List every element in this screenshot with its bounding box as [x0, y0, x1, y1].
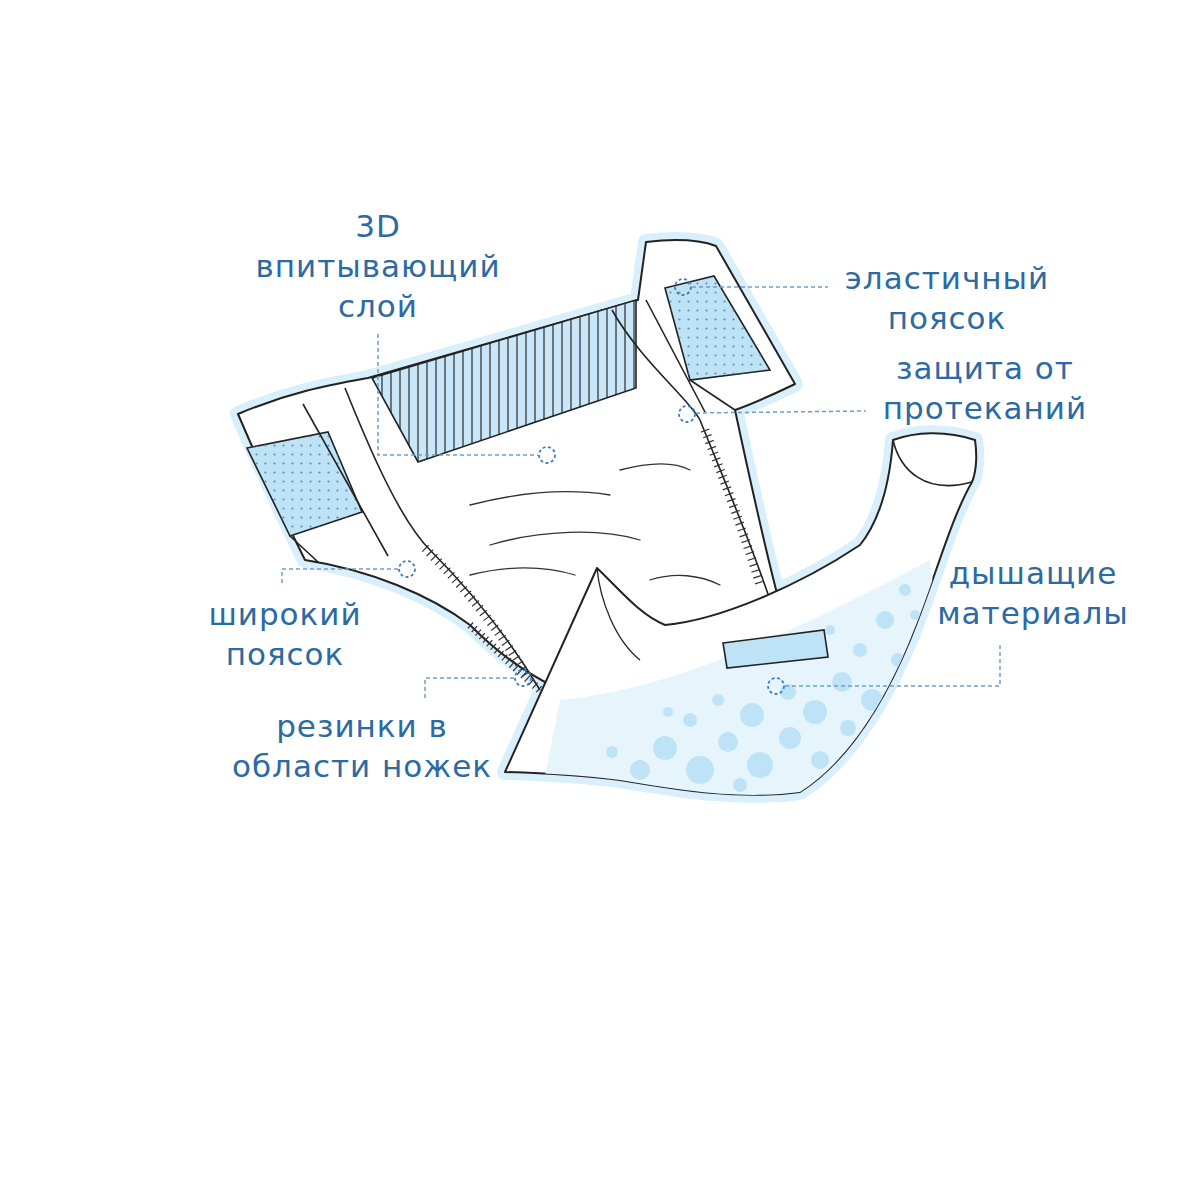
callout-label: 3D впитывающий слой [248, 206, 508, 326]
bubble [899, 584, 911, 596]
absorbent-band [372, 300, 636, 462]
callout-marker [539, 447, 555, 463]
flap-tint [540, 560, 960, 800]
left-tab-dots [247, 432, 362, 536]
bubble [740, 703, 764, 727]
inner-creases [470, 464, 720, 585]
left-guard-gathers [425, 548, 528, 678]
callout-marker [399, 561, 415, 577]
label-slot: резинки в области ножек [212, 706, 512, 786]
bubble [683, 713, 697, 727]
leader-lines [282, 287, 1000, 700]
leg-elastic [470, 625, 540, 690]
leader-line [692, 286, 828, 288]
crease [620, 464, 690, 470]
bubble [747, 752, 773, 778]
callout-marker [515, 670, 531, 686]
left-leak-guard [345, 388, 540, 690]
leader-line [282, 569, 398, 586]
callout-label: широкий поясок [185, 594, 385, 674]
right-wing-line [690, 380, 735, 410]
bubble [653, 736, 677, 760]
bubble [718, 732, 738, 752]
bubble [832, 672, 852, 692]
label-slot: дышащие материалы [913, 553, 1153, 633]
bubble [811, 751, 829, 769]
leader-line [696, 411, 866, 413]
bubble [891, 653, 905, 667]
bubble [712, 694, 724, 706]
bubble [840, 720, 856, 736]
callout-label: эластичный поясок [827, 258, 1067, 338]
crease [650, 575, 720, 585]
bubble [630, 760, 650, 780]
label-slot: эластичный поясок [827, 258, 1067, 338]
bubble-group [606, 584, 920, 792]
bubble [803, 700, 827, 724]
crease [490, 532, 640, 545]
flap-tab-fold [893, 440, 972, 486]
bubble [663, 707, 673, 717]
breathable-bubbles [540, 560, 960, 800]
leader-line [378, 334, 538, 455]
bubble [861, 689, 883, 711]
right-guard-gathers [705, 430, 760, 585]
label-slot: 3D впитывающий слой [248, 206, 508, 326]
crease [470, 492, 610, 505]
callout-label: защита от протеканий [865, 348, 1105, 428]
right-wing-line [646, 300, 705, 412]
left-wing-line [290, 536, 318, 562]
bubble [733, 778, 747, 792]
callout-markers [399, 279, 784, 694]
leader-line [425, 678, 514, 700]
callout-label: дышащие материалы [913, 553, 1153, 633]
crease [470, 568, 575, 575]
right-leak-guard [612, 310, 770, 600]
bubble [779, 727, 801, 749]
bubble [686, 756, 714, 784]
callout-label: резинки в области ножек [212, 706, 512, 786]
bubble [853, 643, 867, 657]
flap-inner-edge [597, 568, 640, 660]
left-tab-panel [247, 432, 362, 536]
label-slot: широкий поясок [185, 594, 385, 674]
leader-line [785, 642, 1000, 686]
fastening-tape [723, 630, 828, 668]
callout-marker [768, 678, 784, 694]
bubble [606, 746, 618, 758]
left-wing-line [303, 404, 388, 556]
bubble [825, 625, 835, 635]
callout-marker [679, 406, 695, 422]
bubble [910, 610, 920, 620]
bubble [876, 611, 894, 629]
label-slot: защита от протеканий [865, 348, 1105, 428]
callout-marker [675, 279, 691, 295]
